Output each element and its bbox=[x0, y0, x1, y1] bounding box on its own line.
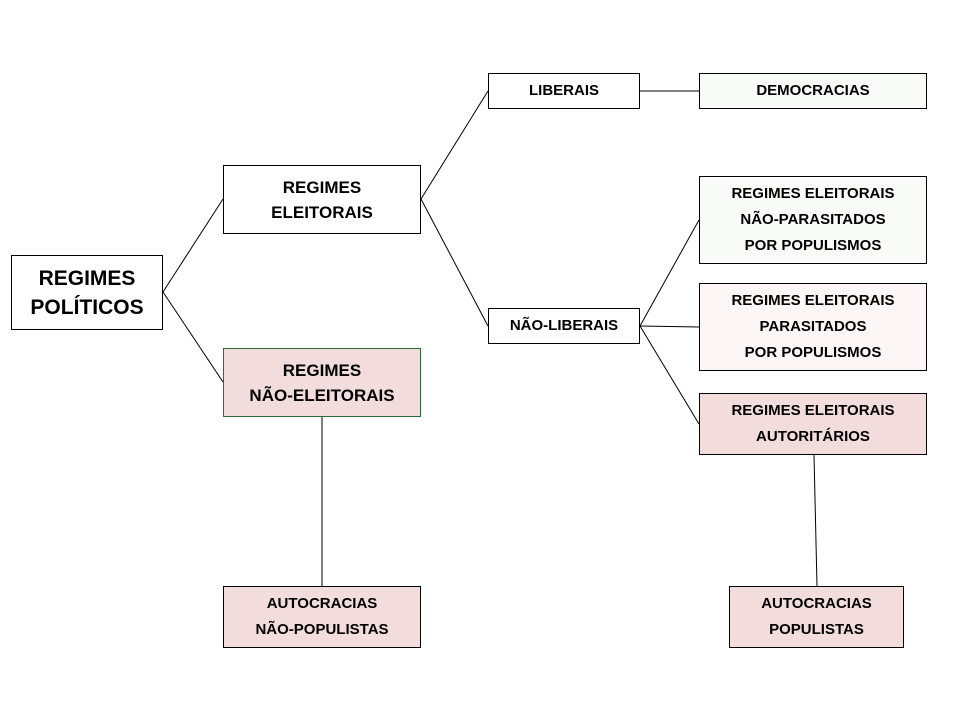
node-autocracias-populistas: AUTOCRACIAS POPULISTAS bbox=[729, 586, 904, 648]
edge-authoritarian-autocracies-populist bbox=[813, 454, 818, 587]
edge-electoral-non-liberal bbox=[420, 198, 489, 327]
node-regimes-nao-parasitados: REGIMES ELEITORAIS NÃO-PARASITADOS POR P… bbox=[699, 176, 927, 264]
edge-root-non-electoral bbox=[162, 291, 224, 383]
node-regimes-eleitorais: REGIMES ELEITORAIS bbox=[223, 165, 421, 234]
node-regimes-politicos: REGIMES POLÍTICOS bbox=[11, 255, 163, 330]
node-regimes-autoritarios: REGIMES ELEITORAIS AUTORITÁRIOS bbox=[699, 393, 927, 455]
node-regimes-parasitados: REGIMES ELEITORAIS PARASITADOS POR POPUL… bbox=[699, 283, 927, 371]
node-nao-liberais: NÃO-LIBERAIS bbox=[488, 308, 640, 344]
node-liberais: LIBERAIS bbox=[488, 73, 640, 109]
node-regimes-nao-eleitorais: REGIMES NÃO-ELEITORAIS bbox=[223, 348, 421, 417]
node-autocracias-nao-populistas: AUTOCRACIAS NÃO-POPULISTAS bbox=[223, 586, 421, 648]
edge-non-liberal-non-parasitized bbox=[639, 219, 700, 327]
edge-electoral-liberal bbox=[420, 90, 489, 200]
node-democracias: DEMOCRACIAS bbox=[699, 73, 927, 109]
edge-non-liberal-parasitized bbox=[639, 325, 700, 328]
edge-root-electoral bbox=[162, 198, 224, 293]
edge-non-liberal-authoritarian bbox=[639, 325, 700, 425]
